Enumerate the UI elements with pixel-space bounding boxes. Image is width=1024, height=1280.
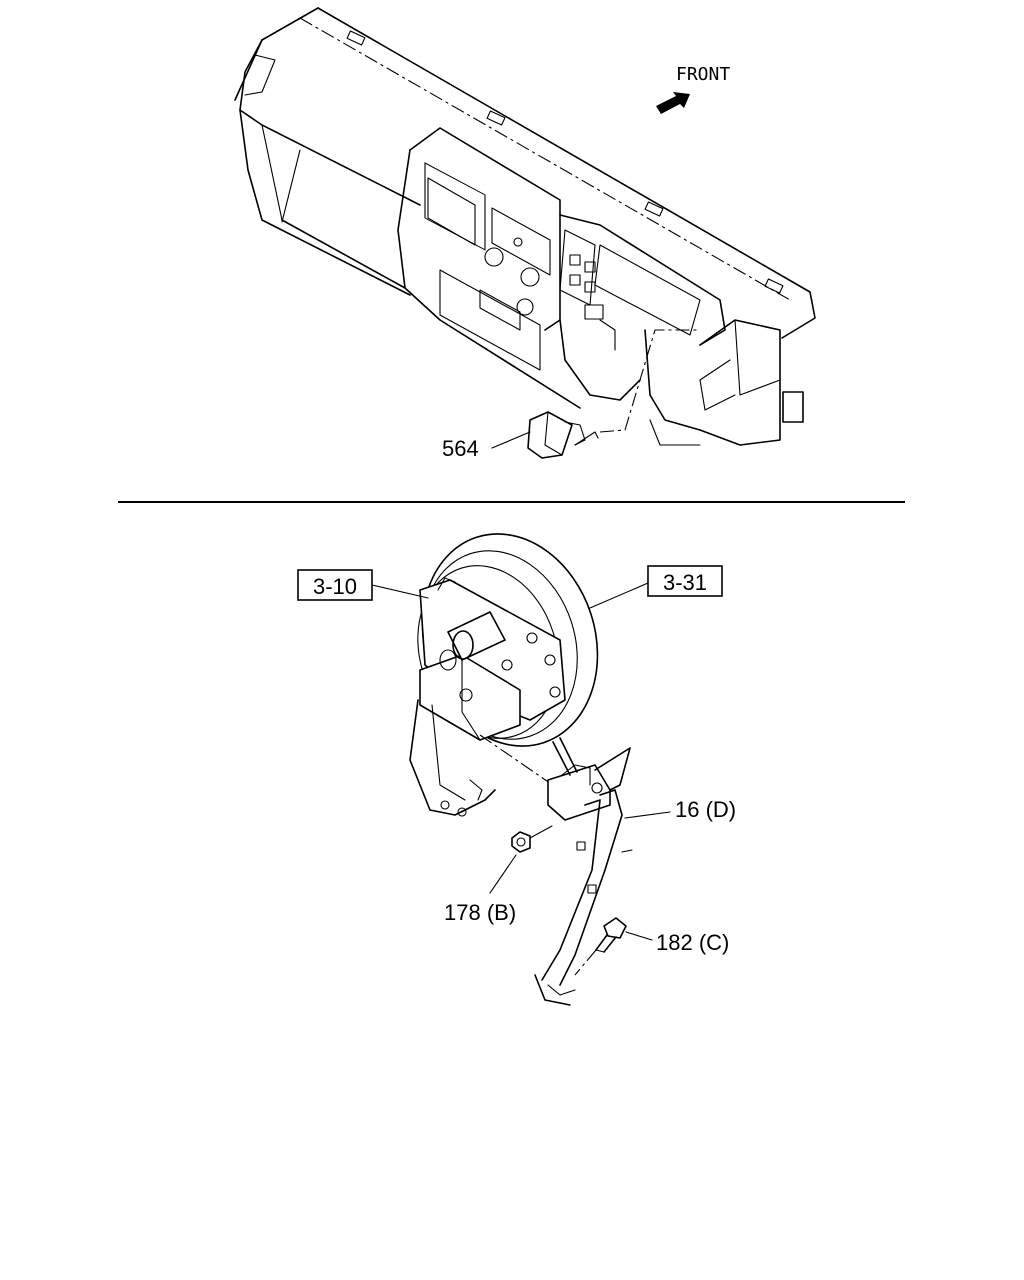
nut-part-178 <box>489 825 553 894</box>
brake-booster-assembly <box>409 533 599 817</box>
ref-box-3-31: 3-31 <box>647 565 723 597</box>
switch-part-564 <box>491 411 599 459</box>
front-direction-arrow <box>656 92 690 114</box>
leader-3-10 <box>371 584 429 599</box>
callout-178b: 178 (B) <box>444 900 516 925</box>
dashboard-illustration <box>234 7 816 446</box>
callout-182c: 182 (C) <box>656 930 729 955</box>
front-label: FRONT <box>676 64 730 85</box>
ref-label-3-10: 3-10 <box>313 574 357 599</box>
ref-box-3-10: 3-10 <box>297 569 373 601</box>
leader-3-31 <box>589 582 649 609</box>
pedal-arm-part-16 <box>534 737 671 1006</box>
callout-564: 564 <box>442 436 479 461</box>
ref-label-3-31: 3-31 <box>663 570 707 595</box>
bolt-part-182 <box>574 917 653 976</box>
callout-16d: 16 (D) <box>675 797 736 822</box>
